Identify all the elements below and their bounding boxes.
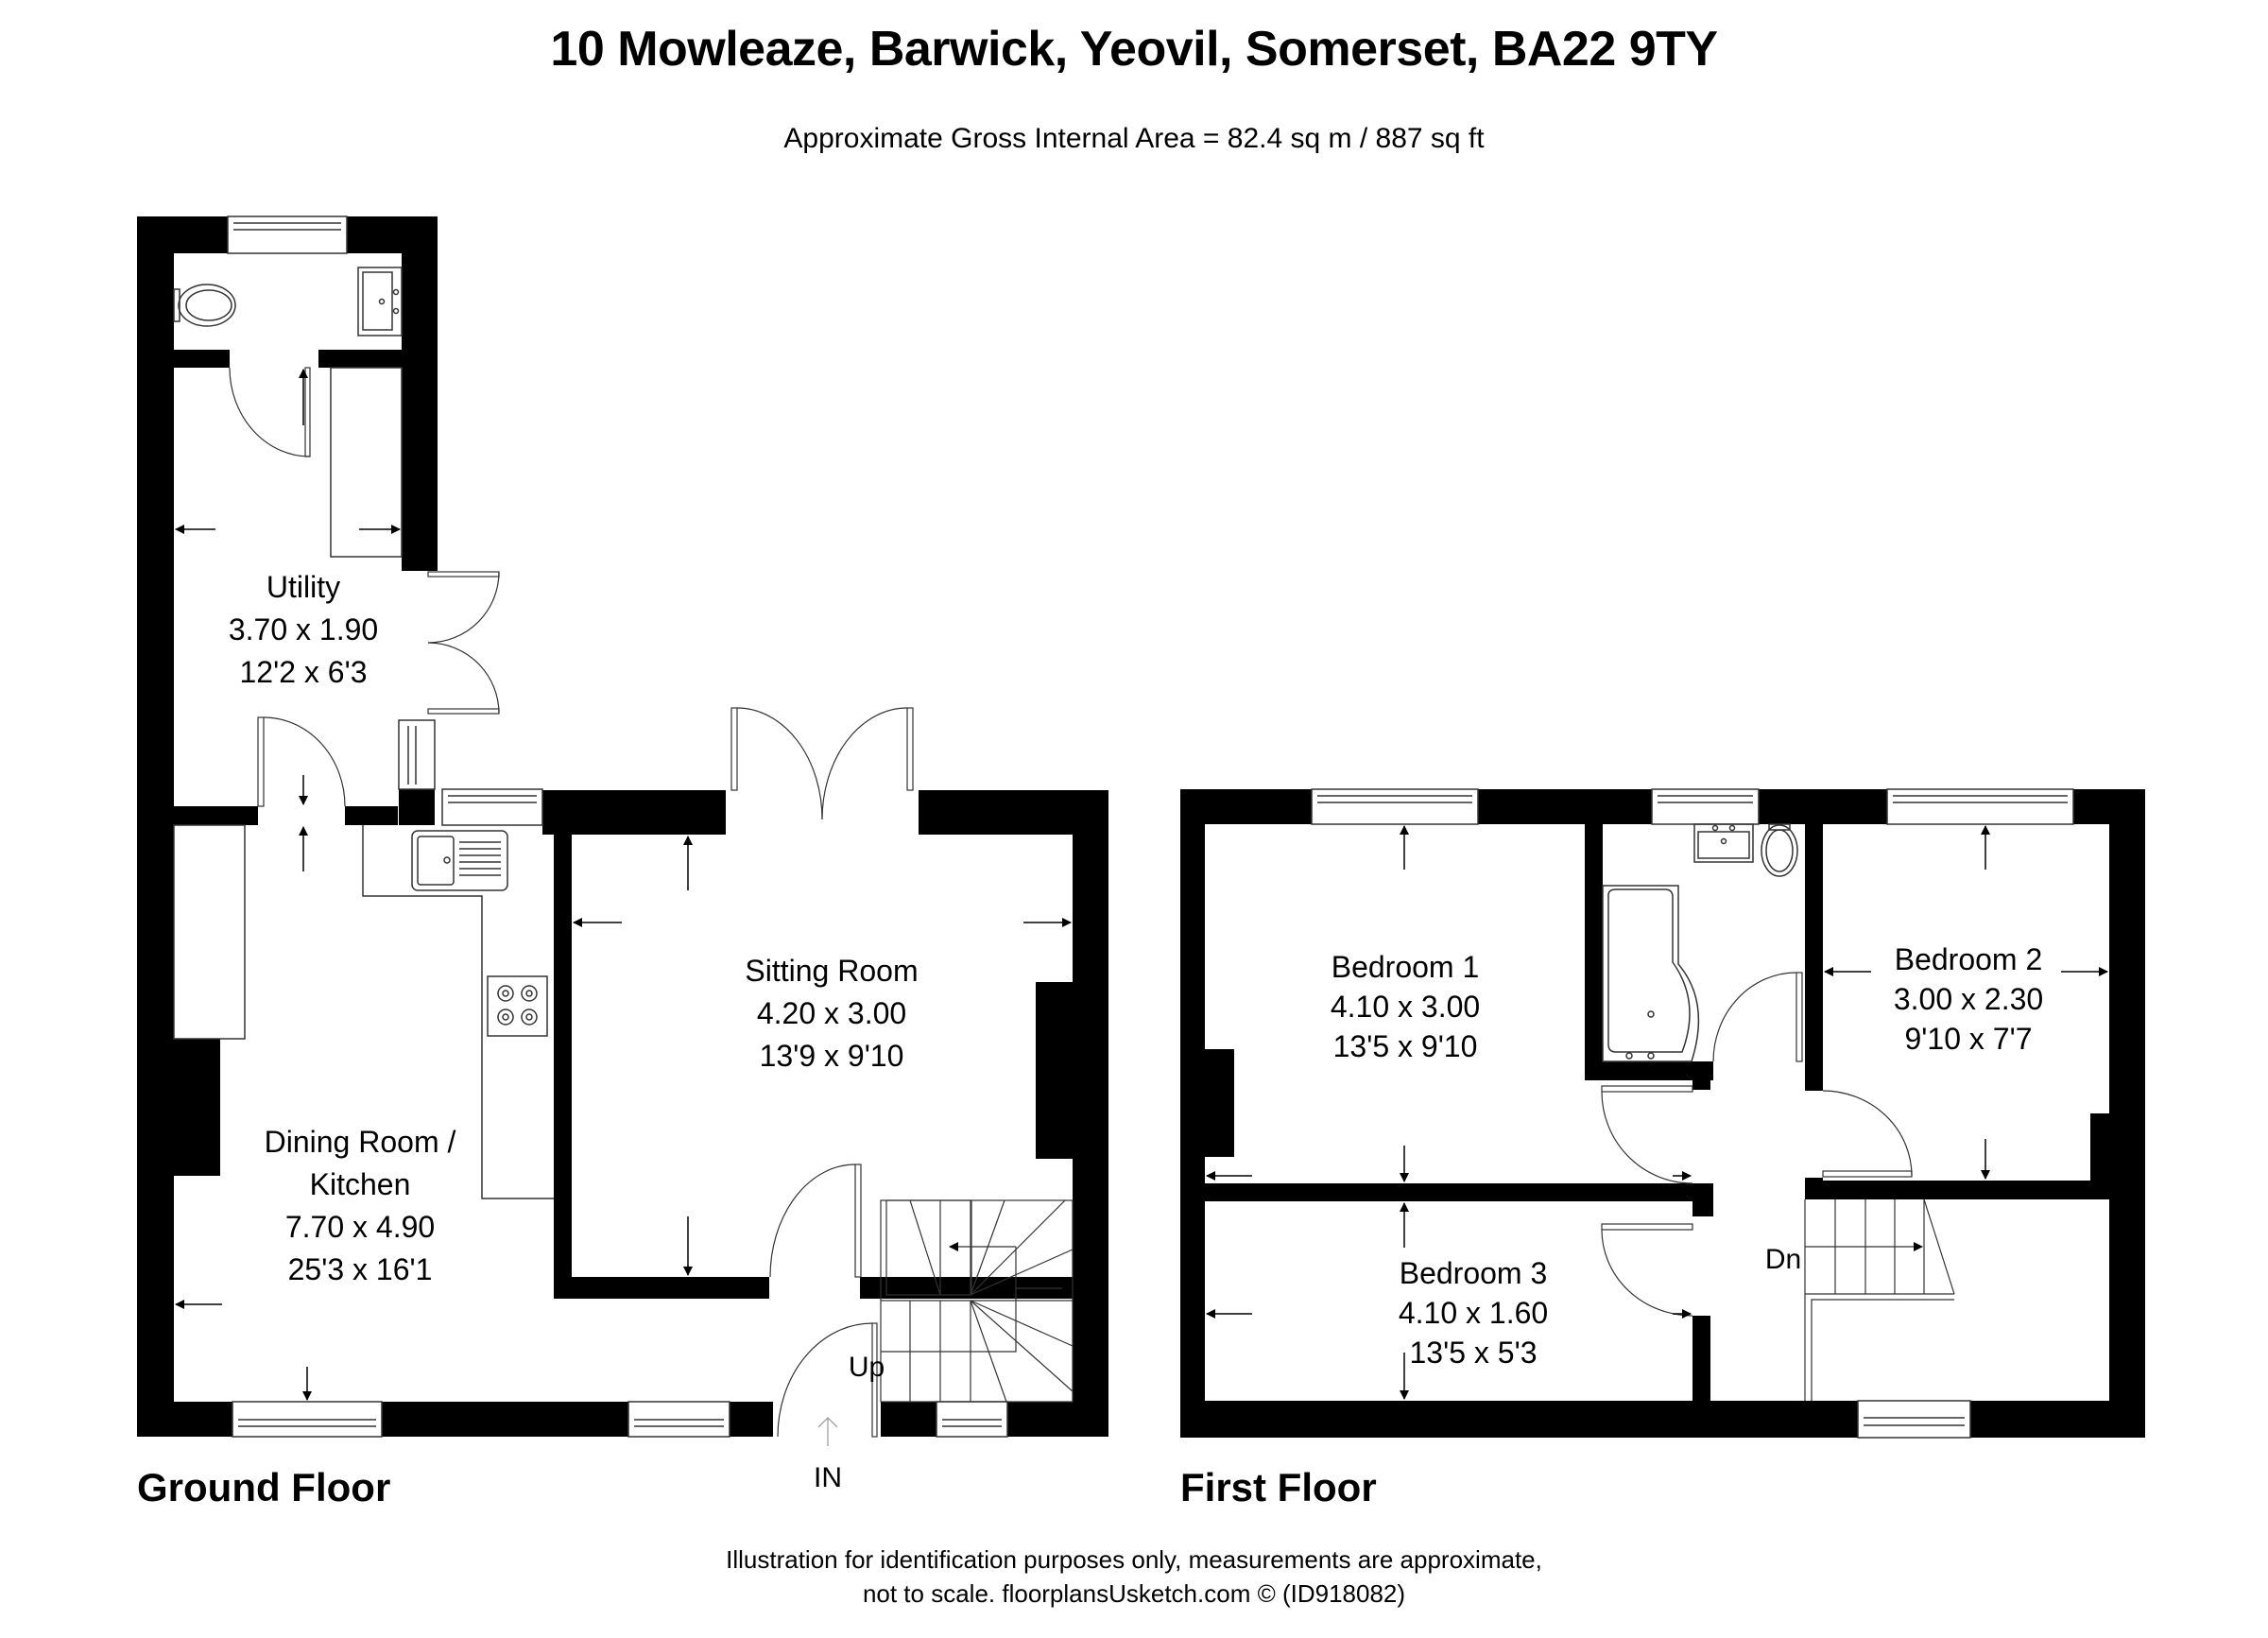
room-bedroom1-imperial: 13'5 x 9'10: [1333, 1029, 1478, 1063]
room-bedroom1-metric: 4.10 x 3.00: [1331, 990, 1480, 1024]
ground-floor-plan: Utility 3.70 x 1.90 12'2 x 6'3 Sitting R…: [137, 216, 1108, 1493]
first-floor-plan: Bedroom 1 4.10 x 3.00 13'5 x 9'10 Bedroo…: [1180, 788, 2145, 1439]
first-floor-label: First Floor: [1180, 1465, 1377, 1509]
stairs-up-label: Up: [849, 1352, 885, 1383]
room-dining-name-line2: Kitchen: [310, 1167, 411, 1201]
room-utility-name: Utility: [266, 570, 340, 604]
room-bedroom2-metric: 3.00 x 2.30: [1894, 982, 2043, 1016]
first-floor-fixtures: [1601, 823, 1955, 1401]
bath-icon: [1602, 885, 1700, 1062]
stairs-down-label: Dn: [1765, 1244, 1801, 1275]
toilet-icon: [1761, 823, 1798, 877]
first-floor-walls: [1180, 789, 2145, 1438]
entrance-arrow-icon: [817, 1417, 838, 1446]
ground-floor-walls: [137, 216, 1108, 1437]
room-utility-metric: 3.70 x 1.90: [229, 612, 378, 647]
entrance-label: IN: [814, 1462, 842, 1493]
toilet-icon: [173, 284, 236, 327]
first-floor-staircase: [1804, 1198, 1955, 1401]
ground-floor-room-labels: Utility 3.70 x 1.90 12'2 x 6'3 Sitting R…: [229, 570, 919, 1493]
first-floor-windows: [1311, 788, 2074, 1439]
room-bedroom3-imperial: 13'5 x 5'3: [1410, 1336, 1538, 1370]
sink-icon: [411, 830, 508, 891]
disclaimer-line-1: Illustration for identification purposes…: [726, 1545, 1542, 1574]
disclaimer-line-2: not to scale. floorplansUsketch.com © (I…: [862, 1579, 1406, 1608]
ground-floor-dimension-arrows: [175, 369, 1072, 1401]
room-sitting-metric: 4.20 x 3.00: [757, 996, 906, 1030]
room-sitting-name: Sitting Room: [745, 954, 918, 988]
disclaimer-footer: Illustration for identification purposes…: [0, 1543, 2268, 1611]
door-swings: [229, 367, 914, 1438]
room-dining-name-line1: Dining Room /: [265, 1125, 456, 1159]
ground-floor-staircase: [880, 1199, 1074, 1403]
ground-floor-label: Ground Floor: [137, 1465, 391, 1509]
gross-internal-area: Approximate Gross Internal Area = 82.4 s…: [783, 123, 1485, 154]
basin-icon: [357, 267, 403, 336]
ground-floor-windows: [227, 216, 1008, 1438]
door-swings: [1601, 972, 1913, 1317]
room-bedroom1-name: Bedroom 1: [1332, 950, 1480, 984]
first-floor-room-labels: Bedroom 1 4.10 x 3.00 13'5 x 9'10 Bedroo…: [1331, 942, 2043, 1370]
room-bedroom3-metric: 4.10 x 1.60: [1399, 1296, 1548, 1330]
room-dining-metric: 7.70 x 4.90: [285, 1210, 435, 1244]
first-floor-dimension-arrows: [1206, 825, 2108, 1400]
hob-icon: [487, 975, 548, 1037]
room-bedroom2-imperial: 9'10 x 7'7: [1905, 1022, 2033, 1056]
basin-icon: [1693, 823, 1754, 863]
ground-floor-fixtures: [173, 267, 1074, 1438]
room-dining-imperial: 25'3 x 16'1: [288, 1252, 433, 1286]
room-bedroom3-name: Bedroom 3: [1400, 1256, 1548, 1290]
room-sitting-imperial: 13'9 x 9'10: [760, 1039, 904, 1073]
room-utility-imperial: 12'2 x 6'3: [240, 655, 368, 689]
property-address-title: 10 Mowleaze, Barwick, Yeovil, Somerset, …: [550, 22, 1718, 77]
room-bedroom2-name: Bedroom 2: [1895, 942, 2043, 976]
